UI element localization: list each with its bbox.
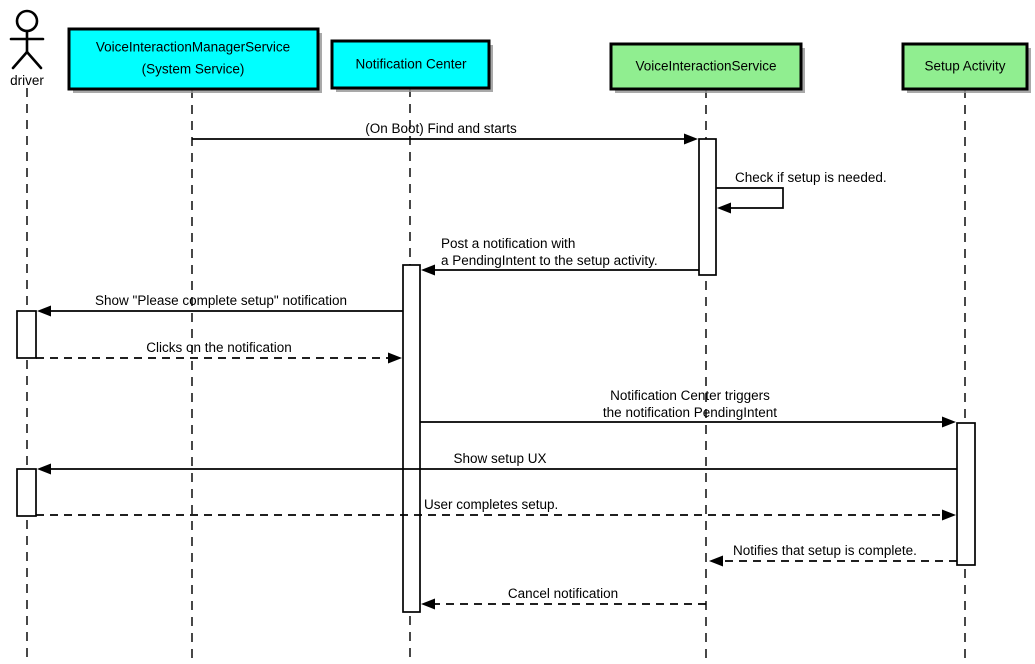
message-label: User completes setup. (424, 497, 558, 512)
arrowhead-left-icon (421, 264, 435, 276)
activation-bar-driver-2 (16, 468, 37, 517)
participant-voiceinteractionservice[interactable]: VoiceInteractionService (609, 42, 805, 93)
activation-bar-driver-1 (16, 310, 37, 359)
arrowhead-right-icon (942, 509, 956, 521)
participant-label-vis: VoiceInteractionService (635, 59, 776, 74)
actor-head-icon (15, 9, 39, 33)
participant-setup-activity[interactable]: Setup Activity (901, 42, 1031, 93)
message-label: Show "Please complete setup" notificatio… (95, 293, 347, 308)
participant-driver[interactable]: driver (9, 9, 44, 88)
message-label-line1: Notification Center triggers (610, 388, 770, 403)
participant-label-vims-line1: VoiceInteractionManagerService (96, 40, 290, 55)
arrowhead-right-icon (684, 133, 698, 145)
arrowhead-left-icon (717, 202, 731, 214)
participant-label-setup-activity: Setup Activity (924, 59, 1005, 74)
message-cancel-notification[interactable]: Cancel notification (421, 586, 706, 610)
participant-notification-center[interactable]: Notification Center (330, 39, 493, 92)
message-notifies-that-setup-is-complete[interactable]: Notifies that setup is complete. (709, 543, 957, 567)
message-show-setup-ux[interactable]: Show setup UX (37, 451, 957, 475)
activation-bar-setup-activity (956, 422, 976, 566)
participant-box-vims[interactable] (67, 27, 320, 91)
participant-box-vis[interactable] (609, 42, 803, 91)
participant-voiceinteractionmanagerservice[interactable]: VoiceInteractionManagerService (System S… (67, 27, 322, 93)
message-label: Cancel notification (508, 586, 618, 601)
participant-label-notification-center: Notification Center (355, 57, 467, 72)
message-label-line2: the notification PendingIntent (603, 405, 777, 420)
activation-bar-notification-center (402, 264, 421, 613)
arrowhead-left-icon (37, 305, 51, 317)
actor-label-driver: driver (10, 73, 44, 88)
message-label: (On Boot) Find and starts (365, 121, 517, 136)
arrowhead-right-icon (388, 352, 402, 364)
activation-bar-voiceinteractionservice (698, 138, 717, 276)
participant-box-notification-center[interactable] (330, 39, 491, 90)
actor-leg-right-icon (25, 50, 43, 70)
message-self-call-path (716, 187, 784, 209)
message-on-boot-find-and-starts[interactable]: (On Boot) Find and starts (192, 121, 698, 145)
message-post-a-notification[interactable]: Post a notification with a PendingIntent… (421, 236, 699, 276)
activation-bars-layer (16, 138, 976, 613)
message-notification-center-triggers-pendingintent[interactable]: Notification Center triggers the notific… (420, 388, 956, 428)
message-label-line1: Post a notification with (441, 236, 575, 251)
message-check-if-setup-is-needed[interactable]: Check if setup is needed. (716, 170, 887, 214)
message-label: Clicks on the notification (146, 340, 292, 355)
participant-box-setup-activity[interactable] (901, 42, 1029, 91)
message-label: Check if setup is needed. (735, 170, 887, 185)
message-label: Show setup UX (453, 451, 546, 466)
message-label: Notifies that setup is complete. (733, 543, 917, 558)
message-label-line2: a PendingIntent to the setup activity. (441, 253, 658, 268)
message-user-completes-setup[interactable]: User completes setup. (36, 497, 956, 521)
participant-label-vims-line2: (System Service) (142, 62, 245, 77)
actor-leg-left-icon (11, 50, 29, 70)
arrowhead-left-icon (421, 598, 435, 610)
arrowhead-left-icon (37, 463, 51, 475)
message-clicks-on-the-notification[interactable]: Clicks on the notification (36, 340, 402, 364)
message-show-please-complete-setup-notification[interactable]: Show "Please complete setup" notificatio… (37, 293, 403, 317)
arrowhead-left-icon (709, 555, 723, 567)
arrowhead-right-icon (942, 416, 956, 428)
